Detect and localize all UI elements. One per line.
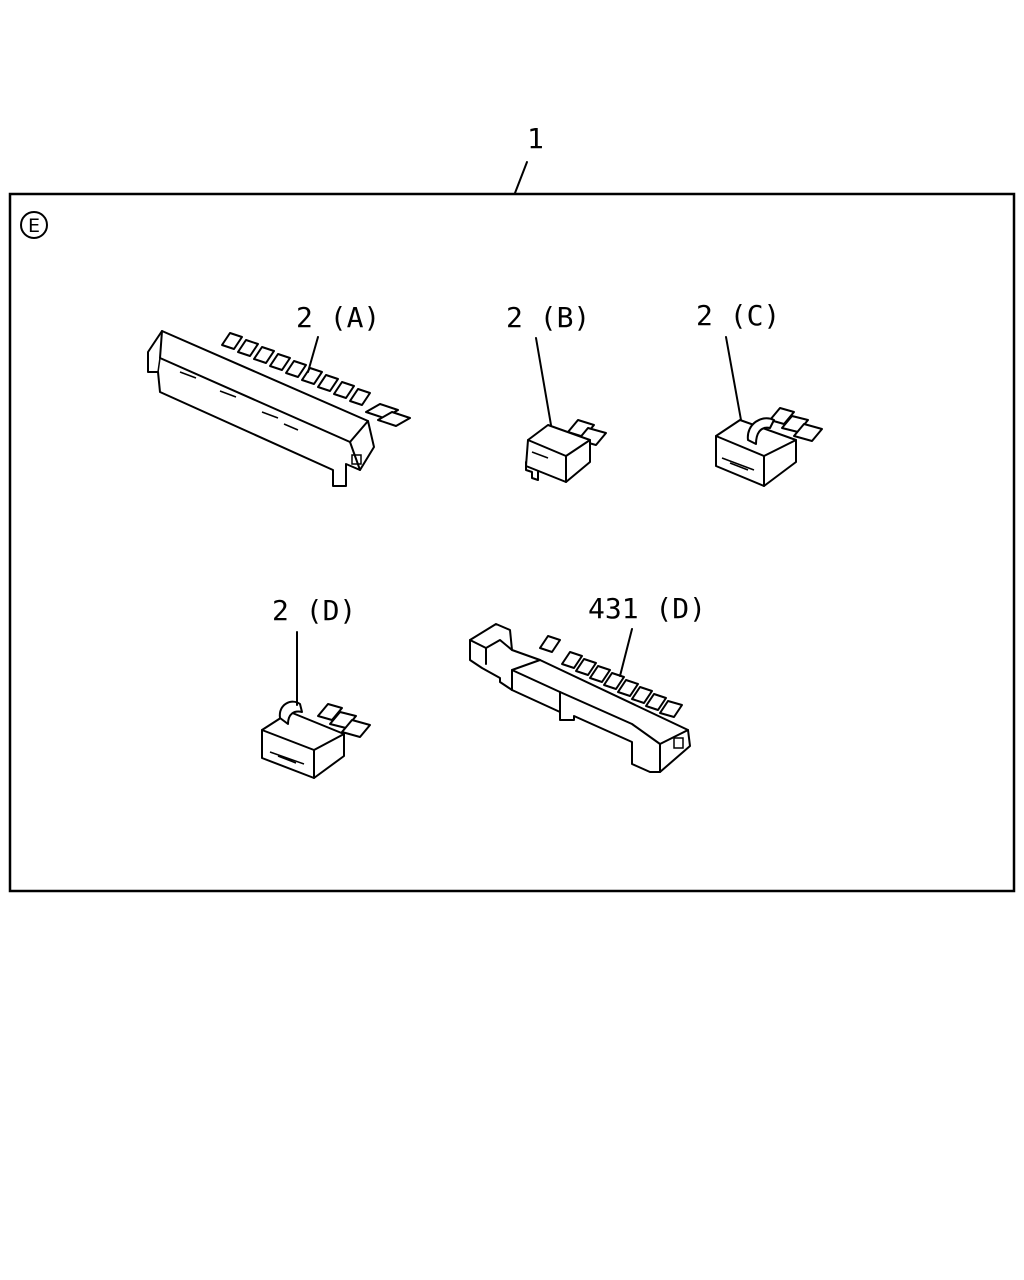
connector-d-latch xyxy=(278,700,303,725)
connector-c-drawing xyxy=(715,407,823,487)
connector-a-label: 2 (A) xyxy=(296,301,380,334)
view-indicator: E xyxy=(20,211,48,239)
assembly-leader-line xyxy=(514,161,528,194)
connector-a-leader xyxy=(307,336,319,373)
connector-431d-body xyxy=(469,623,691,773)
connector-d-label: 2 (D) xyxy=(272,594,356,627)
assembly-callout: 1 xyxy=(514,122,544,194)
connector-431d-pins xyxy=(539,635,683,718)
connector-b-label: 2 (B) xyxy=(506,301,590,334)
connector-a-callout: 2 (A) xyxy=(296,301,380,373)
connector-431d-callout: 431 (D) xyxy=(588,592,706,677)
connector-d-drawing xyxy=(261,700,371,779)
connector-431d-leader xyxy=(619,628,633,677)
view-indicator-letter: E xyxy=(28,215,40,237)
connector-a-drawing xyxy=(147,330,411,487)
connector-431d-label: 431 (D) xyxy=(588,592,706,625)
connector-b-drawing xyxy=(525,419,607,483)
connector-c-callout: 2 (C) xyxy=(696,299,780,421)
connector-b-leader xyxy=(535,337,552,426)
connector-431d-drawing xyxy=(469,623,691,773)
connector-d-callout: 2 (D) xyxy=(272,594,356,706)
connector-b-callout: 2 (B) xyxy=(506,301,590,426)
view-indicator-circle xyxy=(20,211,48,239)
connector-c-leader xyxy=(725,336,742,421)
assembly-callout-number: 1 xyxy=(527,122,544,155)
connector-c-label: 2 (C) xyxy=(696,299,780,332)
connector-c-latch xyxy=(746,417,775,445)
diagram-frame xyxy=(8,192,1016,893)
